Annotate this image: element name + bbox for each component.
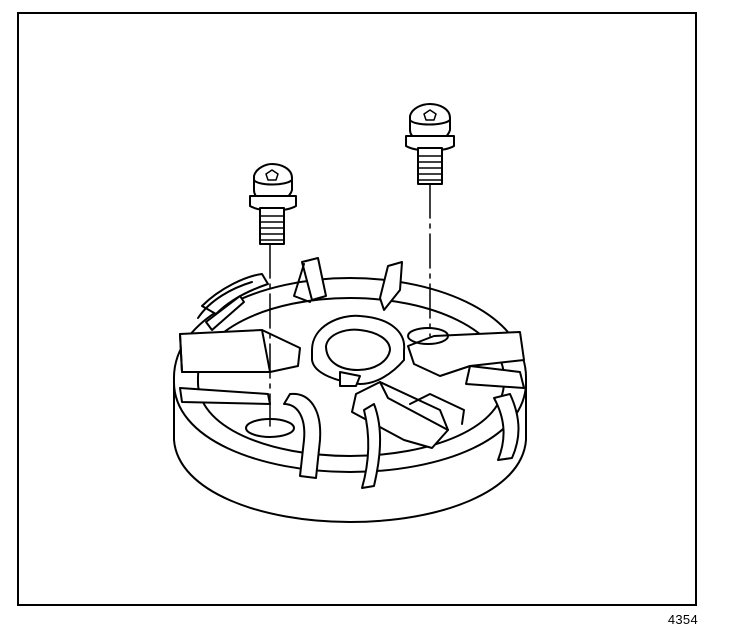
bolt-alignment-lines — [269, 183, 431, 427]
figure-number: 4354 — [667, 612, 698, 627]
impeller-rotor-assembly — [172, 257, 528, 523]
mounting-bolt-right — [405, 103, 455, 185]
mounting-bolt-left — [249, 163, 297, 245]
